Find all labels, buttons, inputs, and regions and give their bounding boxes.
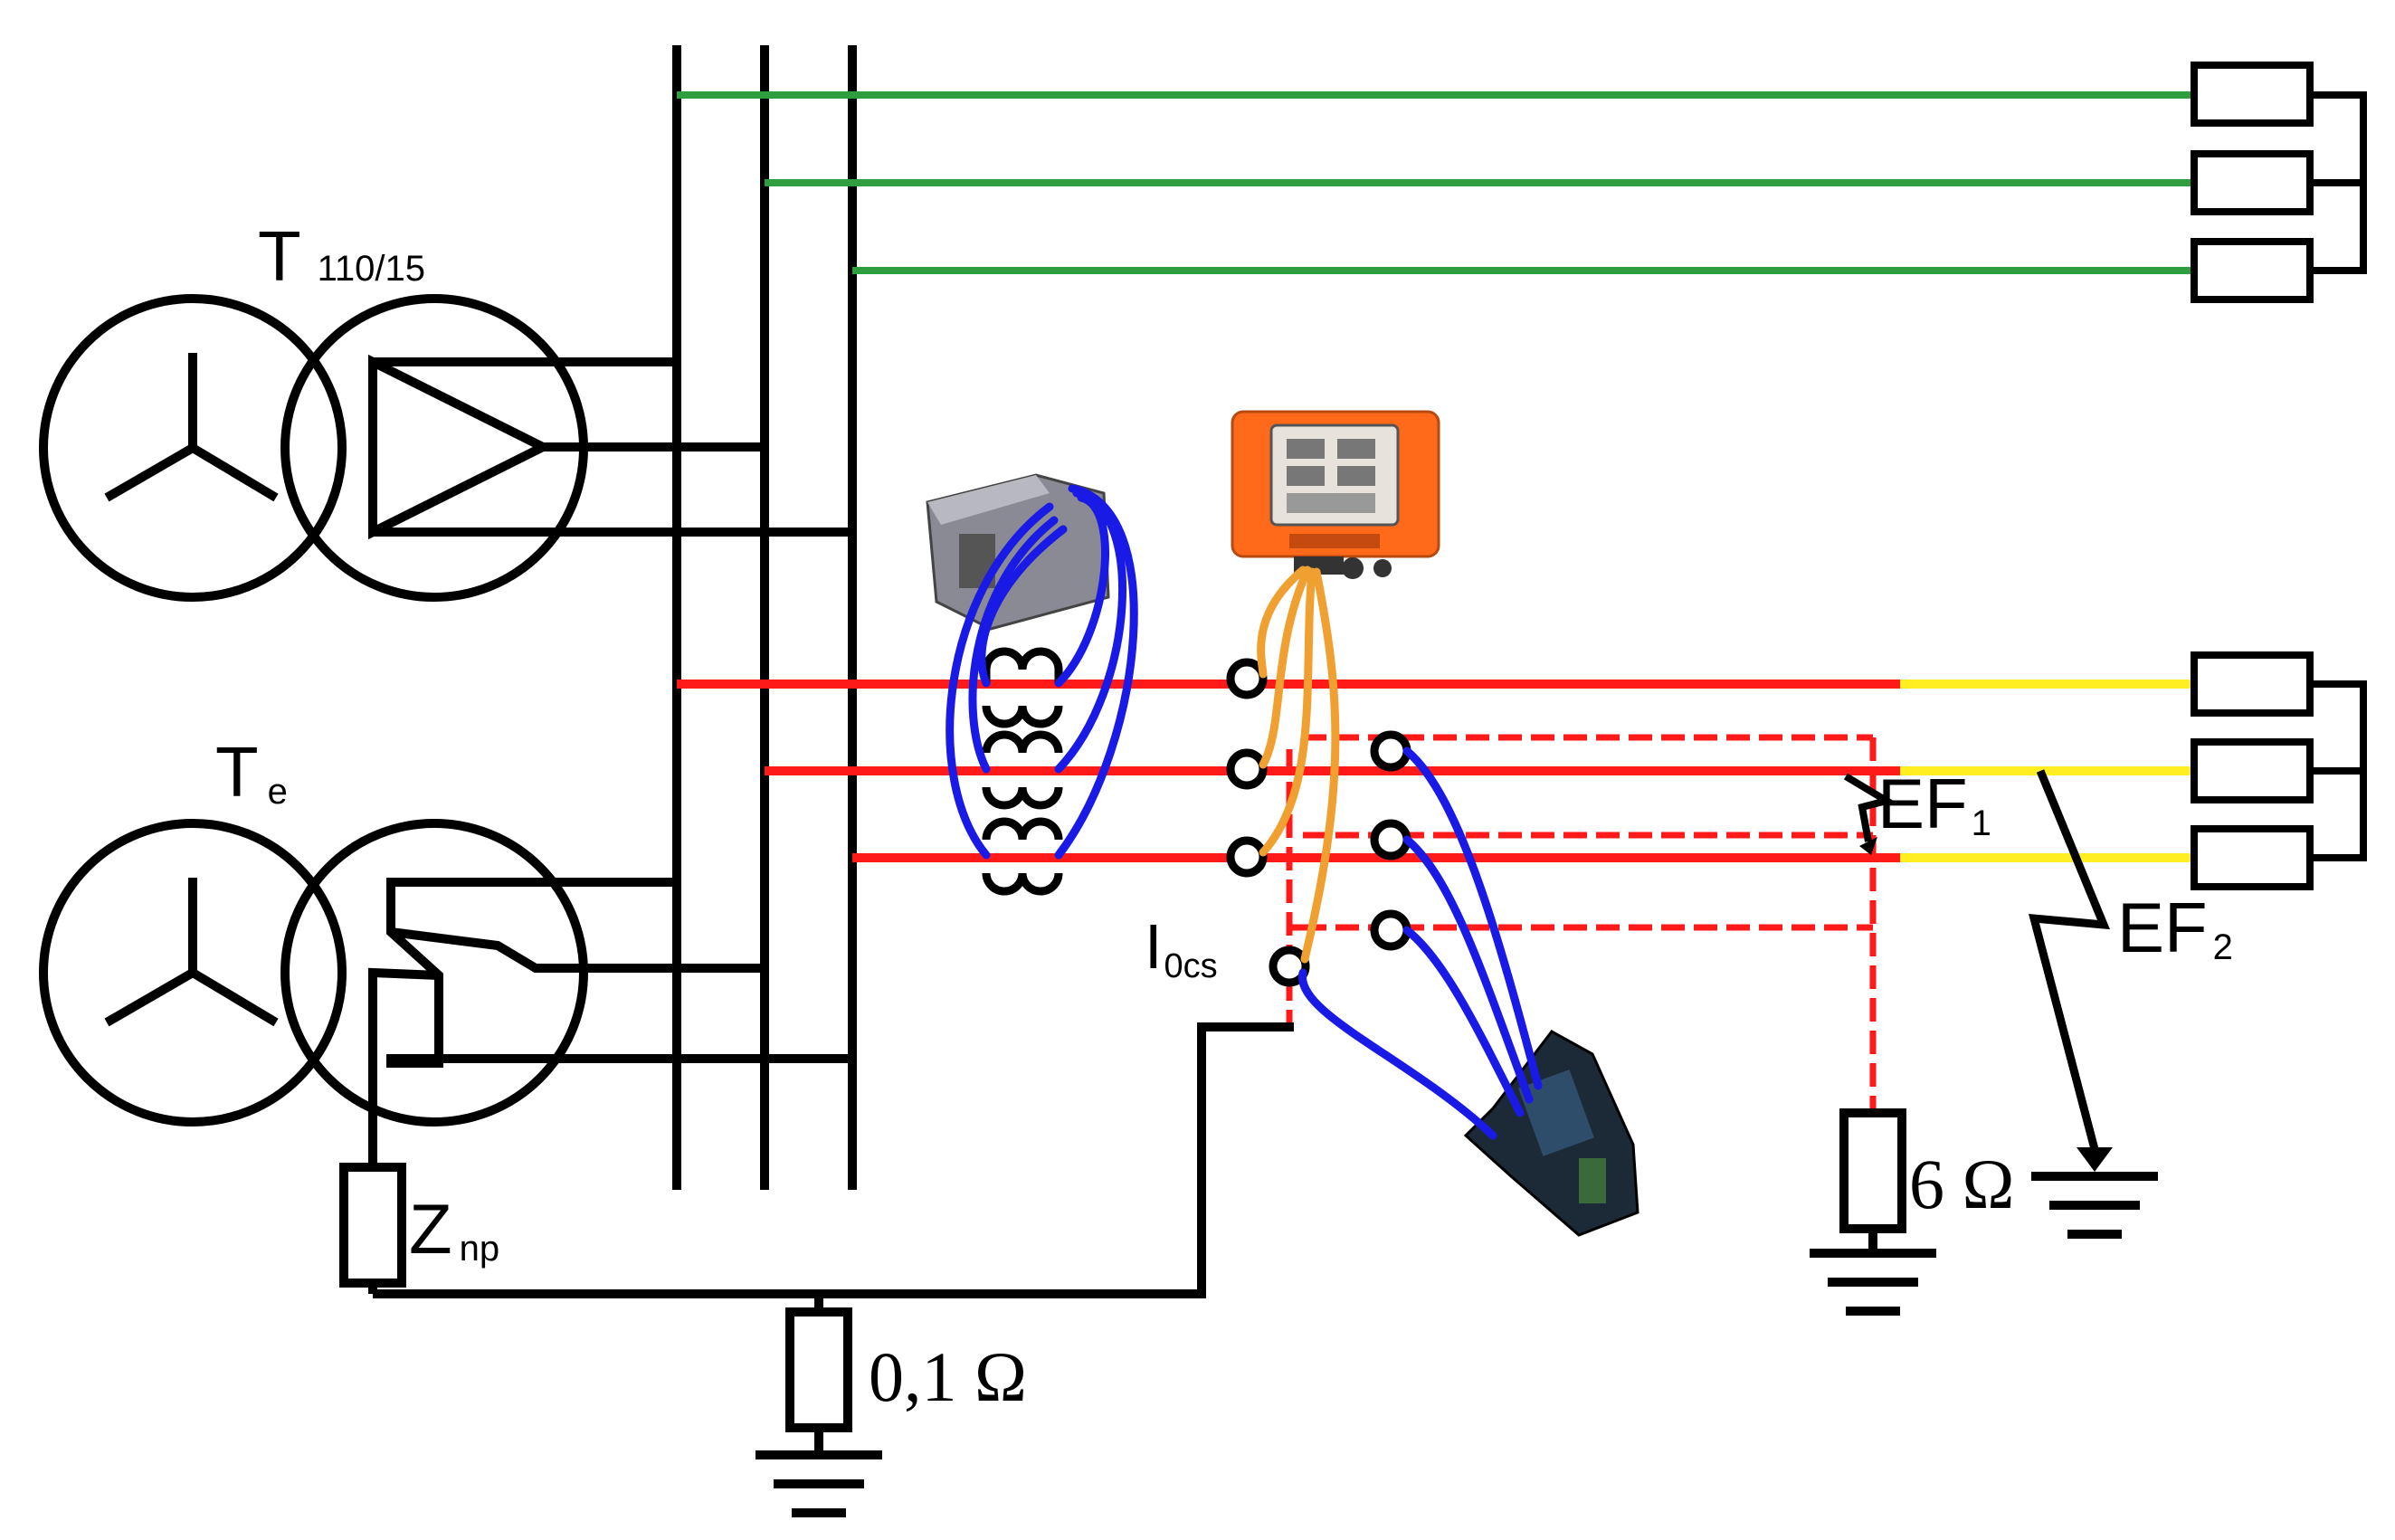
load-resistor-icon: [2191, 150, 2314, 215]
label-sub: 110/15: [318, 249, 425, 289]
ct-ring-icon: [1370, 819, 1411, 860]
current-transformer-icon: [982, 817, 1063, 896]
earth-ground-icon: [1810, 1249, 1936, 1316]
label-main: I: [1145, 911, 1162, 982]
load-resistor-icon: [2191, 738, 2314, 803]
three-phase-transformer-icon: [39, 294, 852, 602]
measurement-ct-rings: [1226, 658, 1411, 987]
power-quality-analyzer-icon: [1231, 410, 1440, 579]
healthy-feeder: [677, 62, 2367, 303]
resistor-icon: [785, 1307, 852, 1432]
main-transformer: T 110/15: [39, 216, 852, 602]
healthy-feeder-load: [2191, 62, 2367, 303]
faulted-feeder: [677, 651, 2367, 890]
fault-resistance-label: 6 Ω: [1909, 1145, 2014, 1223]
load-resistor-icon: [2191, 651, 2314, 717]
earth-ground-icon: [756, 1450, 882, 1517]
zero-sequence-current-label: I0cs: [1145, 911, 1218, 985]
main-transformer-label: T 110/15: [258, 216, 425, 296]
station-ground-resistance-label: 0,1 Ω: [869, 1337, 1027, 1416]
orange-analyzer-wiring: [1257, 566, 1340, 964]
resistor-icon: [339, 1163, 406, 1288]
load-resistor-icon: [2191, 62, 2314, 127]
label-sub: np: [460, 1229, 500, 1269]
label-main: Z: [409, 1189, 452, 1269]
ct-ring-icon: [1226, 658, 1268, 699]
clamp-logger-icon: [1463, 1030, 1639, 1237]
three-phase-transformer-icon: [39, 819, 852, 1158]
load-resistor-icon: [2191, 825, 2314, 890]
blue-measurement-wiring: [946, 484, 1543, 1140]
current-transformers: [982, 647, 1063, 896]
label-main: EF: [2117, 888, 2208, 967]
busbars: [672, 45, 857, 1190]
fault-arrow-icon: [1843, 773, 1896, 842]
current-transformer-icon: [982, 730, 1063, 810]
ct-ring-icon: [1269, 946, 1310, 987]
label-sub: 1: [1972, 803, 1991, 843]
label-sub: 0cs: [1164, 947, 1217, 985]
ct-ring-icon: [1370, 730, 1411, 772]
label-main: T: [258, 216, 301, 296]
label-sub: e: [268, 772, 288, 812]
resistor-icon: [1839, 1108, 1906, 1233]
ct-ring-icon: [1226, 836, 1268, 878]
fault-resistance: [1810, 1108, 1936, 1316]
label-main: T: [215, 732, 259, 812]
label-sub: 2: [2213, 927, 2233, 967]
fault-arrow-icon: [2029, 769, 2110, 1151]
faulted-feeder-load: [2191, 651, 2367, 890]
ct-ring-icon: [1370, 909, 1411, 951]
earth-ground-icon: [2031, 1172, 2158, 1239]
load-resistor-icon: [2191, 238, 2314, 303]
ct-ring-icon: [1226, 748, 1268, 790]
station-grounding: [373, 1022, 1294, 1517]
label-main: EF: [1877, 764, 1968, 843]
fault-test-connections: [1286, 734, 1877, 1108]
